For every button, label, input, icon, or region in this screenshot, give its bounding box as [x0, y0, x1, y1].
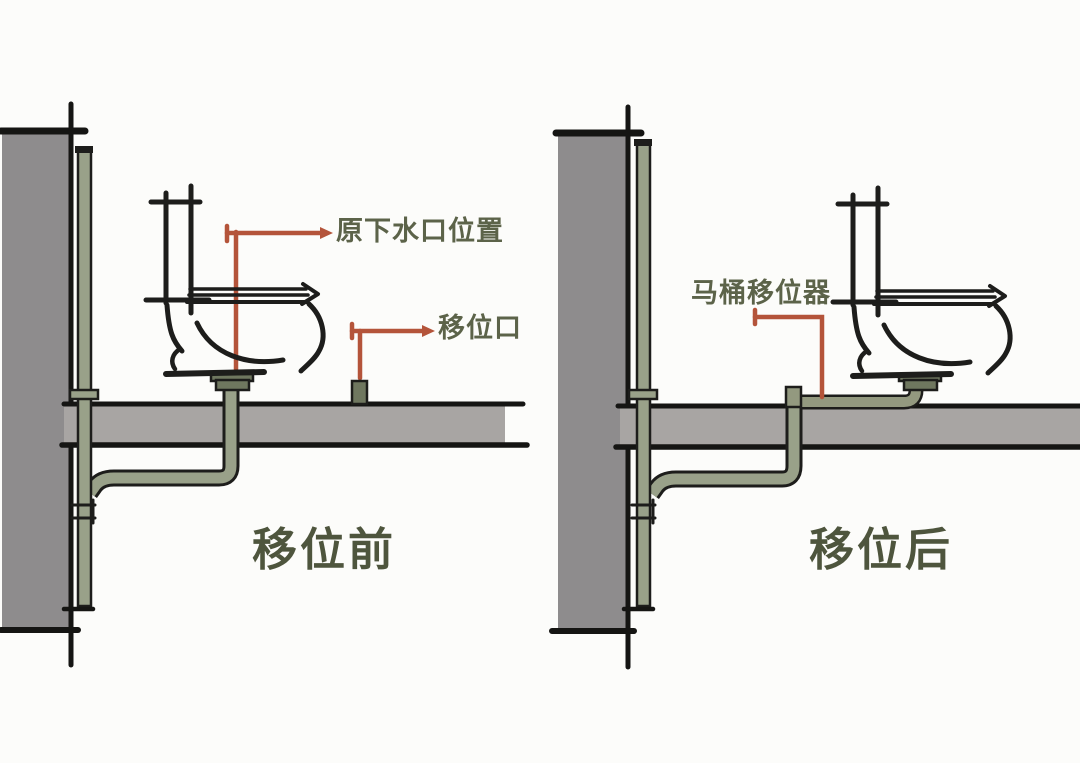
- relocated-outlet-label: 移位口: [438, 313, 522, 343]
- floor-slab: [620, 407, 1080, 445]
- relocated-outlet-annotation-line: [349, 321, 425, 381]
- after-panel: [549, 104, 1080, 670]
- toilet-shifter-label: 马桶移位器: [691, 278, 831, 308]
- riser-clamp: [630, 498, 657, 525]
- riser-floor-flange: [68, 388, 100, 401]
- after-caption: 移位后: [809, 524, 954, 575]
- shifter-pipe: [801, 384, 921, 407]
- riser-floor-flange: [627, 388, 659, 401]
- riser-top-cap: [634, 139, 652, 146]
- drain-pipe: [647, 404, 800, 498]
- original-drain-arrowhead-icon: [320, 227, 333, 239]
- before-panel: [0, 101, 530, 668]
- riser-top-cap: [75, 146, 93, 153]
- toilet-flange-body: [214, 378, 251, 392]
- relocated-outlet-stub: [350, 379, 369, 406]
- original-drain-annotation-line: [224, 223, 323, 381]
- relocated-outlet-arrowhead-icon: [422, 325, 435, 337]
- floor-slab: [64, 406, 505, 443]
- before-caption: 移位前: [252, 524, 397, 575]
- wall: [2, 131, 70, 628]
- riser-pipe: [635, 141, 652, 608]
- old-drain-stub: [784, 385, 803, 409]
- wall: [558, 134, 628, 628]
- drain-pipe: [85, 386, 237, 497]
- toilet-flange-body: [902, 378, 939, 392]
- riser-pipe: [76, 148, 93, 608]
- toilet-after: [833, 188, 1010, 376]
- riser-clamp: [70, 498, 97, 525]
- toilet-shifter-annotation-line: [752, 307, 825, 400]
- original-drain-label: 原下水口位置: [336, 216, 504, 246]
